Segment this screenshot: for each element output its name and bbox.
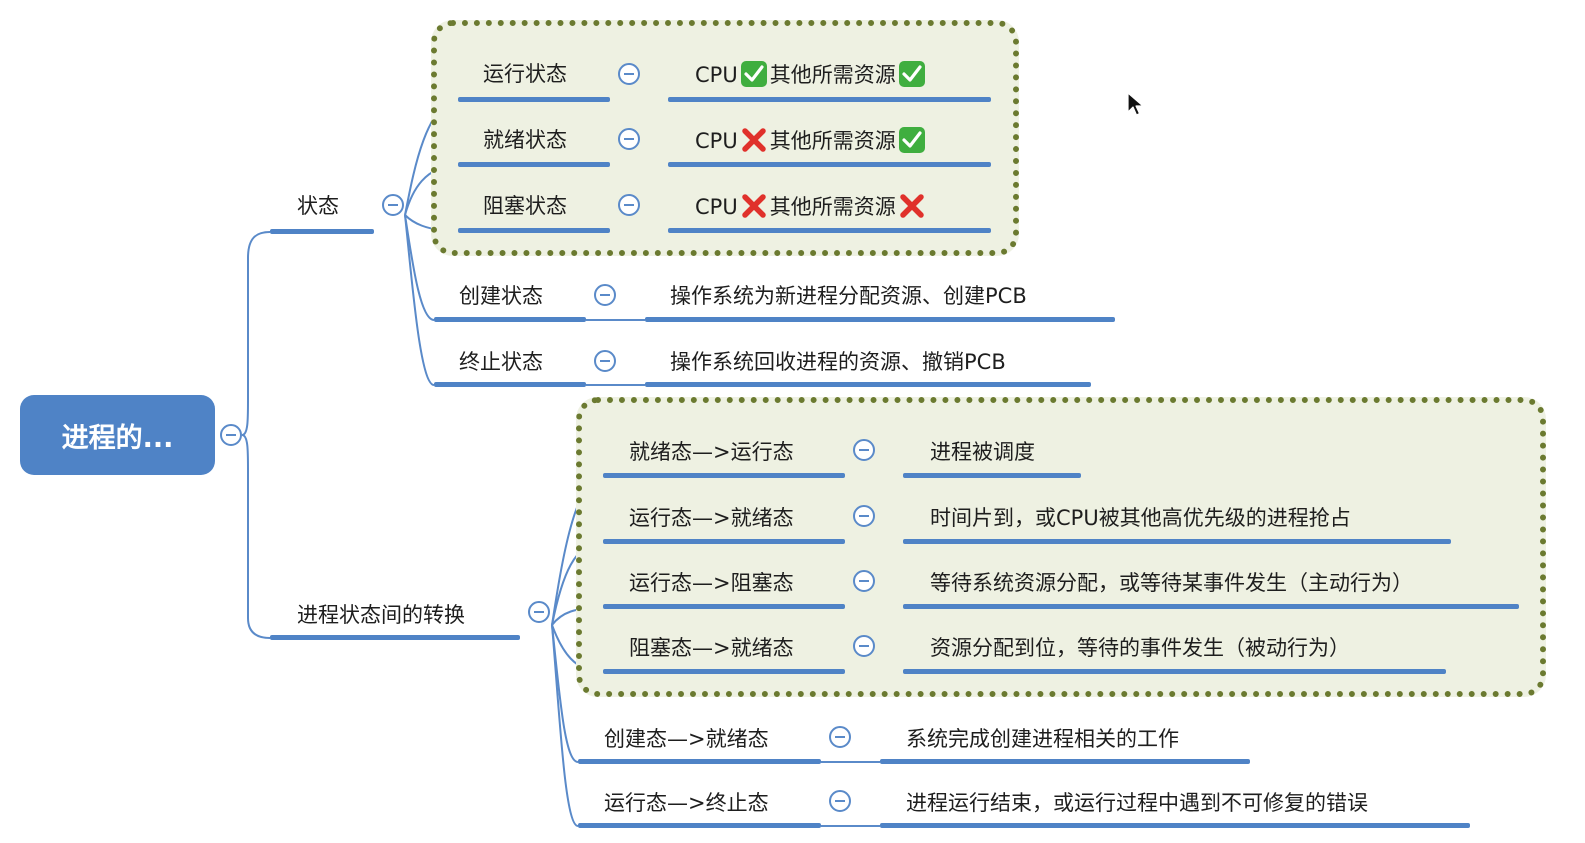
- transition-running-to-blocked-collapse-button[interactable]: [853, 570, 875, 592]
- resource-text: 其他所需资源: [769, 63, 896, 87]
- state-running-collapse-button[interactable]: [618, 63, 640, 85]
- transition-running-to-ready-desc-underline: [903, 539, 1451, 544]
- state-new-collapse-button[interactable]: [594, 284, 616, 306]
- transition-blocked-to-ready-desc: 资源分配到位，等待的事件发生（被动行为）: [930, 636, 1350, 660]
- transition-ready-to-running-label[interactable]: 就绪态—>运行态: [629, 440, 794, 464]
- check-icon: [898, 61, 925, 87]
- check-icon: [898, 127, 925, 153]
- transition-blocked-to-ready-desc-underline: [903, 669, 1446, 674]
- state-running-label[interactable]: 运行状态: [483, 62, 567, 86]
- state-ready-label[interactable]: 就绪状态: [483, 128, 567, 152]
- state-terminated-underline: [434, 382, 586, 387]
- state-new-desc: 操作系统为新进程分配资源、创建PCB: [670, 284, 1027, 308]
- state-running-desc-underline: [668, 97, 991, 102]
- state-new-label[interactable]: 创建状态: [459, 284, 543, 308]
- cross-icon: [741, 128, 766, 152]
- transition-running-to-ready-collapse-button[interactable]: [853, 505, 875, 527]
- resource-text: 其他所需资源: [769, 129, 896, 153]
- state-blocked-desc-underline: [668, 228, 991, 233]
- transition-ready-to-running-collapse-button[interactable]: [853, 439, 875, 461]
- cpu-text: CPU: [695, 195, 738, 219]
- state-terminated-desc: 操作系统回收进程的资源、撤销PCB: [670, 350, 1006, 374]
- cross-icon: [899, 194, 924, 218]
- states-branch-label[interactable]: 状态: [297, 194, 339, 218]
- transition-running-to-blocked-desc-underline: [903, 604, 1519, 609]
- state-blocked-underline: [458, 228, 610, 233]
- transition-running-to-terminated-underline: [578, 823, 821, 828]
- states-collapse-button[interactable]: [382, 194, 404, 216]
- states-branch-underline: [270, 229, 374, 234]
- transitions-group-box: [576, 397, 1546, 697]
- root-node[interactable]: 进程的...: [20, 395, 215, 475]
- root-label: 进程的...: [61, 422, 174, 454]
- cpu-text: CPU: [695, 129, 738, 153]
- transition-ready-to-running-underline: [603, 473, 845, 478]
- transition-running-to-terminated-desc-underline: [880, 823, 1470, 828]
- transition-new-to-ready-collapse-button[interactable]: [829, 726, 851, 748]
- state-blocked-collapse-button[interactable]: [618, 194, 640, 216]
- transitions-branch-underline: [270, 635, 520, 640]
- cross-icon: [741, 194, 766, 218]
- state-running-desc: CPU 其他所需资源: [695, 60, 928, 88]
- transition-ready-to-running-desc: 进程被调度: [930, 440, 1035, 464]
- transition-running-to-ready-desc: 时间片到，或CPU被其他高优先级的进程抢占: [930, 506, 1351, 530]
- state-blocked-desc: CPU 其他所需资源: [695, 192, 928, 220]
- state-ready-desc: CPU 其他所需资源: [695, 126, 928, 154]
- transition-new-to-ready-label[interactable]: 创建态—>就绪态: [604, 727, 769, 751]
- state-blocked-label[interactable]: 阻塞状态: [483, 194, 567, 218]
- transition-running-to-terminated-collapse-button[interactable]: [829, 790, 851, 812]
- cpu-text: CPU: [695, 63, 738, 87]
- transition-blocked-to-ready-collapse-button[interactable]: [853, 635, 875, 657]
- state-ready-underline: [458, 162, 610, 167]
- state-terminated-desc-underline: [645, 382, 1091, 387]
- transition-blocked-to-ready-label[interactable]: 阻塞态—>就绪态: [629, 636, 794, 660]
- state-new-desc-underline: [645, 317, 1115, 322]
- transition-running-to-terminated-label[interactable]: 运行态—>终止态: [604, 791, 769, 815]
- resource-text: 其他所需资源: [769, 195, 896, 219]
- mouse-cursor-icon: [1127, 92, 1144, 116]
- transition-running-to-ready-underline: [603, 539, 845, 544]
- transitions-branch-label[interactable]: 进程状态间的转换: [297, 603, 465, 627]
- state-ready-desc-underline: [668, 162, 991, 167]
- transition-new-to-ready-desc-underline: [880, 759, 1250, 764]
- state-ready-collapse-button[interactable]: [618, 128, 640, 150]
- root-collapse-button[interactable]: [220, 424, 242, 446]
- state-terminated-label[interactable]: 终止状态: [459, 350, 543, 374]
- transition-running-to-ready-label[interactable]: 运行态—>就绪态: [629, 506, 794, 530]
- state-running-underline: [458, 97, 610, 102]
- transition-new-to-ready-underline: [578, 759, 821, 764]
- transition-blocked-to-ready-underline: [603, 669, 845, 674]
- state-new-underline: [434, 317, 586, 322]
- transition-running-to-blocked-label[interactable]: 运行态—>阻塞态: [629, 571, 794, 595]
- check-icon: [740, 61, 767, 87]
- transition-running-to-terminated-desc: 进程运行结束，或运行过程中遇到不可修复的错误: [906, 791, 1368, 815]
- transition-running-to-blocked-desc: 等待系统资源分配，或等待某事件发生（主动行为）: [930, 571, 1413, 595]
- transition-running-to-blocked-underline: [603, 604, 845, 609]
- transitions-collapse-button[interactable]: [528, 601, 550, 623]
- transition-ready-to-running-desc-underline: [903, 473, 1081, 478]
- transition-new-to-ready-desc: 系统完成创建进程相关的工作: [906, 727, 1179, 751]
- state-terminated-collapse-button[interactable]: [594, 350, 616, 372]
